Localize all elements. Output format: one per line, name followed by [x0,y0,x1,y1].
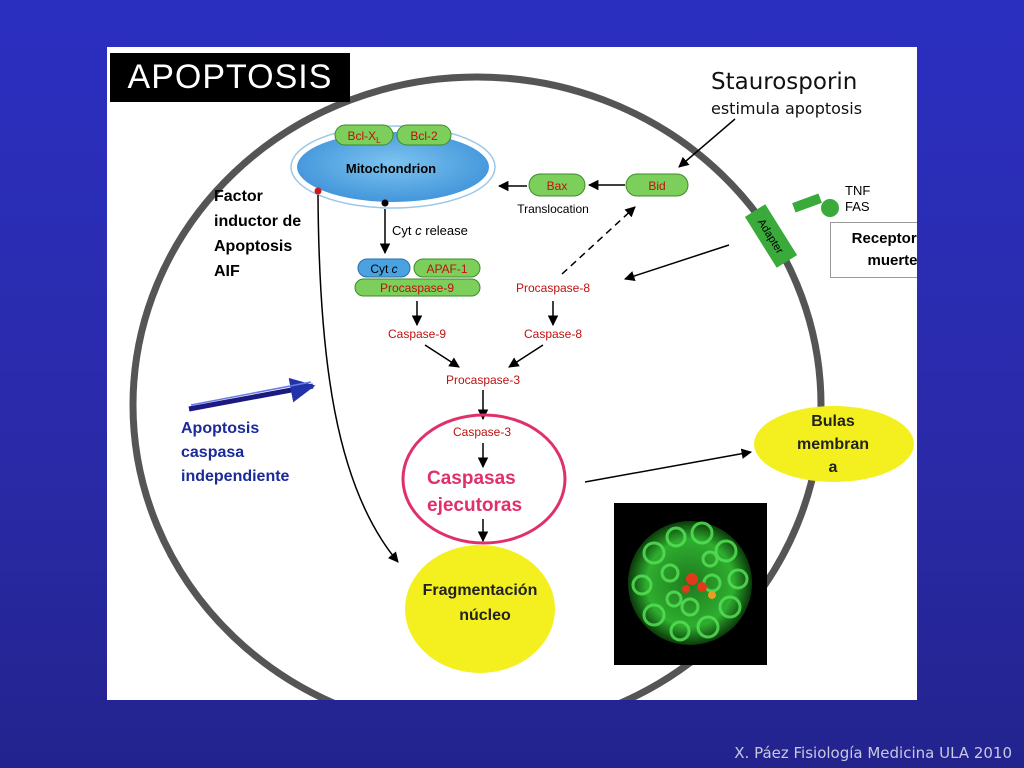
page-title: APOPTOSIS [110,53,350,102]
cytc-italic: c [392,262,398,276]
bulas-l1: Bulas [811,413,855,430]
svg-text:Cyt c release: Cyt c release [392,223,468,238]
cyt-release-post: release [422,223,468,238]
receptor-arrow [624,244,730,282]
bulas-arrow [584,448,753,483]
fragmentacion-l2: núcleo [459,607,511,624]
cyt-release-italic: c [415,223,422,238]
receptores-box: Receptores muerte [830,222,917,278]
executioner-caspases-circle [401,413,567,545]
staurosporin-arrow [678,118,736,168]
bcl-2-label: Bcl-2 [410,129,438,143]
bcl-2-pill [396,124,452,146]
nucleus-fragmentation [405,545,555,673]
footer-credit: X. Páez Fisiología Medicina ULA 2010 [734,744,1012,762]
mitochondrion [293,128,493,206]
apaf-label: APAF-1 [426,262,467,276]
bcl-xl-subscript: L [376,136,381,145]
death-receptor: Adapter [744,193,839,268]
independent-label: Apoptosis caspasa independiente [181,420,290,485]
ejecutoras-l1: Caspasas [427,468,516,489]
cytc-dot [381,199,389,207]
mitochondrion-label: Mitochondrion [346,161,436,176]
svg-text:independiente: independiente [181,468,290,485]
cell-membrane [129,73,825,700]
bid-label: Bid [648,179,665,193]
aif-label: Factor inductor de Apoptosis AIF [214,188,301,280]
bax-pill [528,173,586,197]
svg-text:AIF: AIF [214,263,240,280]
bulas-l2: membran [797,436,869,453]
procaspase9-label: Procaspase-9 [380,281,454,295]
micrograph-image [614,503,767,665]
bcl-xl-label: Bcl-X [347,129,376,143]
independent-arrow [188,377,316,412]
receptores-l2: muerte [867,252,917,269]
aif-arrow [317,194,399,563]
bid-pill [625,173,689,197]
tnf-label: TNF [845,183,870,198]
cytc-pre: Cyt [370,262,391,276]
bulas-l3: a [829,459,838,476]
translocation-label: Translocation [517,202,589,216]
procaspase8-label: Procaspase-8 [516,281,590,295]
dashed-arrow [561,206,636,275]
caspase8-label: Caspase-8 [524,327,582,341]
svg-text:Bcl-XL: Bcl-XL [347,129,381,145]
procaspase9-pill [354,278,481,297]
aif-dot [314,187,322,195]
svg-text:Factor: Factor [214,188,263,205]
svg-text:inductor de: inductor de [214,213,301,230]
svg-text:Apoptosis: Apoptosis [181,420,259,437]
ejecutoras-l2: ejecutoras [427,495,522,516]
svg-text:Apoptosis: Apoptosis [214,238,292,255]
bax-label: Bax [547,179,568,193]
fas-label: FAS [845,199,870,214]
procaspase3-label: Procaspase-3 [446,373,520,387]
caspase9-label: Caspase-9 [388,327,446,341]
pathway-diagram: Mitochondrion Bcl-XL Bcl-2 Factor induct… [129,69,914,700]
staurosporin-title: Staurosporin [711,69,857,95]
fragmentacion-l1: Fragmentación [423,582,538,599]
slide-canvas: Mitochondrion Bcl-XL Bcl-2 Factor induct… [107,47,917,700]
bcl-xl-pill [334,124,394,146]
receptores-l1: Receptores [851,230,917,247]
svg-text:Cyt c: Cyt c [370,262,397,276]
svg-text:caspasa: caspasa [181,444,244,461]
cyt-release-pre: Cyt [392,223,415,238]
caspase3-label: Caspase-3 [453,425,511,439]
apaf-pill [413,258,481,278]
membrane-blebs [754,406,914,482]
staurosporin-sub: estimula apoptosis [711,99,862,118]
cytc-pill [357,258,411,278]
